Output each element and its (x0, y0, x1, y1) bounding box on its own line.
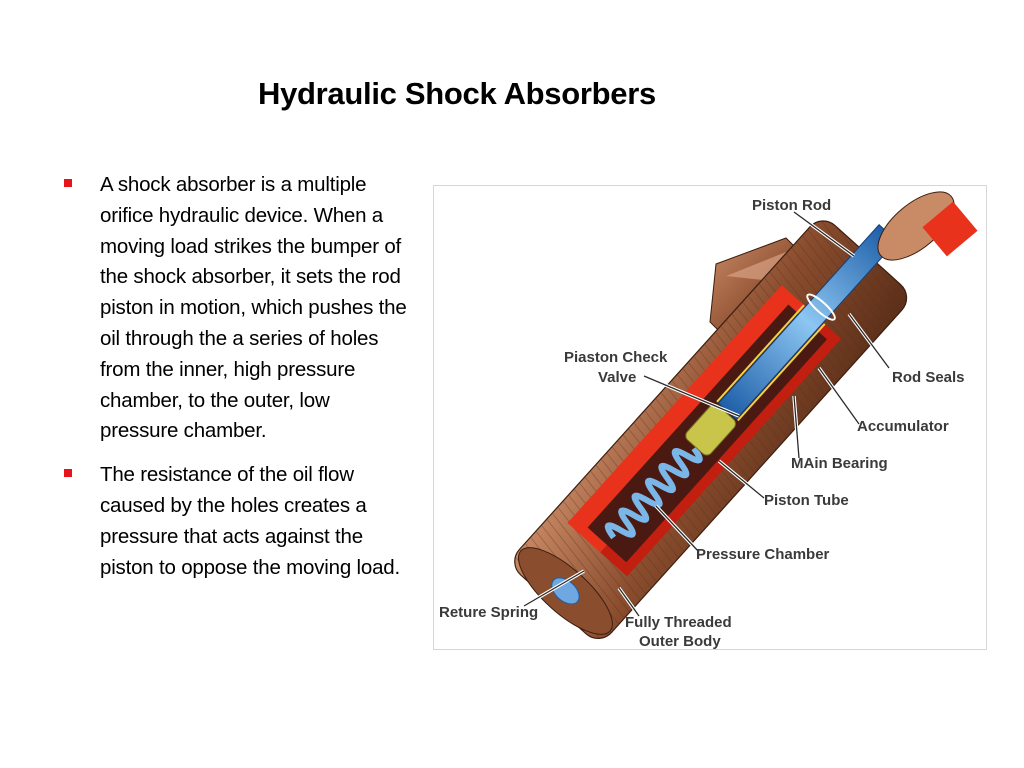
bullet-item: A shock absorber is a multiple orifice h… (62, 170, 412, 447)
return-spring-shape (604, 446, 703, 540)
label-outer-body: Fully Threaded (625, 614, 732, 631)
label-piston-check-valve: Piaston Check (564, 349, 668, 366)
bullet-text: The resistance of the oil flow caused by… (100, 463, 400, 579)
bullet-text: A shock absorber is a multiple orifice h… (100, 173, 407, 443)
callout-leaders (523, 210, 891, 618)
label-accumulator: Accumulator (857, 418, 949, 435)
slide-title: Hydraulic Shock Absorbers (258, 76, 656, 111)
label-piston-rod: Piston Rod (752, 197, 831, 214)
bullet-item: The resistance of the oil flow caused by… (62, 460, 412, 583)
bullet-list: A shock absorber is a multiple orifice h… (62, 170, 412, 596)
square-bullet-icon (64, 469, 72, 478)
label-pressure-chamber: Pressure Chamber (696, 546, 830, 563)
shock-absorber-diagram: Piston Rod Piaston Check Valve Rod Seals… (433, 185, 987, 650)
square-bullet-icon (64, 179, 72, 187)
label-main-bearing: MAin Bearing (791, 455, 888, 472)
bumper-fitting-shape (877, 191, 978, 261)
label-rod-seals: Rod Seals (892, 369, 965, 386)
label-piston-check-valve-2: Valve (598, 369, 636, 386)
label-outer-body-2: Outer Body (639, 633, 721, 649)
label-piston-tube: Piston Tube (764, 492, 849, 509)
label-return-spring: Reture Spring (439, 604, 538, 621)
